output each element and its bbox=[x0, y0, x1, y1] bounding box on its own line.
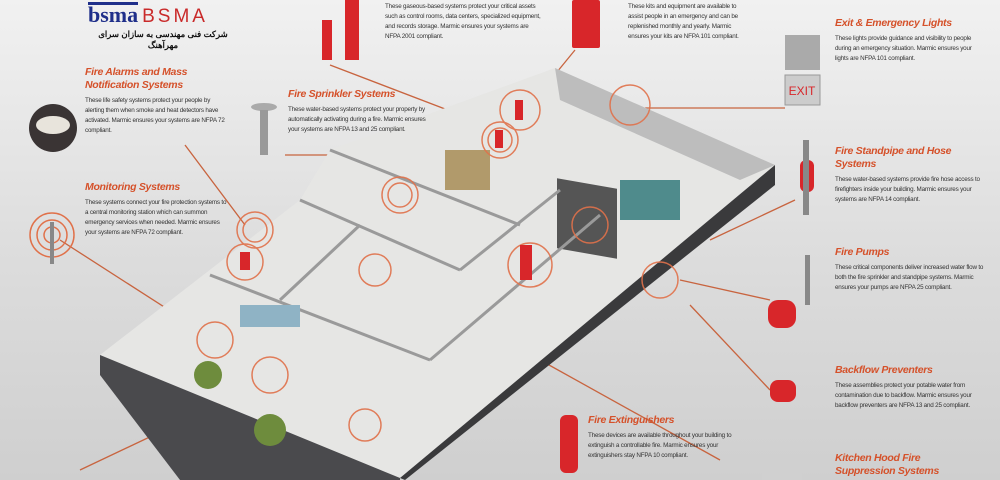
monitoring-antenna-icon bbox=[29, 212, 75, 264]
smoke-detector-icon bbox=[29, 104, 77, 152]
logo-subtitle: شرکت فنی مهندسی به سازان سرای مهرآهنگ bbox=[98, 29, 228, 50]
section-title: Kitchen Hood Fire Suppression Systems bbox=[835, 452, 940, 477]
logo-name: BSMA bbox=[142, 6, 208, 27]
interior-walls bbox=[209, 148, 601, 362]
plant bbox=[194, 361, 222, 389]
exit-light-icon: EXIT bbox=[784, 35, 821, 106]
building-floor bbox=[100, 68, 775, 478]
section-title: Monitoring Systems bbox=[85, 181, 180, 193]
section-text: These water-based systems provide fire h… bbox=[835, 176, 980, 203]
section-title: Fire Pumps bbox=[835, 246, 890, 258]
outer-wall-front bbox=[100, 355, 400, 480]
section-monitoring: Monitoring Systems These systems connect… bbox=[85, 181, 230, 238]
section-title: Fire Sprinkler Systems bbox=[288, 88, 396, 100]
section-text: These devices are available throughout y… bbox=[588, 432, 732, 459]
section-title: Exit & Emergency Lights bbox=[835, 17, 952, 29]
sprinkler-icon bbox=[251, 103, 277, 155]
section-kits: These kits and equipment are available t… bbox=[628, 0, 748, 42]
plant bbox=[254, 414, 286, 446]
section-text: These kits and equipment are available t… bbox=[628, 3, 739, 40]
section-kitchen-hood: Kitchen Hood Fire Suppression Systems bbox=[835, 452, 945, 478]
section-title: Backflow Preventers bbox=[835, 364, 933, 376]
logo-mark: bsma bbox=[88, 2, 139, 27]
section-text: These life safety systems protect your p… bbox=[85, 97, 225, 134]
section-text: These systems connect your fire protecti… bbox=[85, 199, 227, 236]
section-gaseous: These gaseous-based systems protect your… bbox=[385, 0, 545, 42]
section-text: These critical components deliver increa… bbox=[835, 264, 984, 291]
exit-sign-text: EXIT bbox=[789, 84, 816, 98]
section-text: These assemblies protect your potable wa… bbox=[835, 382, 972, 409]
section-fire-pumps: Fire Pumps These critical components del… bbox=[835, 246, 985, 293]
highlight-rings bbox=[196, 84, 679, 442]
section-sprinkler: Fire Sprinkler Systems These water-based… bbox=[288, 88, 438, 135]
section-extinguishers: Fire Extinguishers These devices are ava… bbox=[588, 414, 738, 461]
section-title: Fire Extinguishers bbox=[588, 414, 675, 426]
section-standpipe: Fire Standpipe and Hose Systems These wa… bbox=[835, 145, 985, 205]
section-fire-alarms: Fire Alarms and Mass Notification System… bbox=[85, 66, 225, 136]
section-backflow: Backflow Preventers These assemblies pro… bbox=[835, 364, 985, 411]
section-exit-lights: Exit & Emergency Lights These lights pro… bbox=[835, 17, 980, 64]
section-text: These gaseous-based systems protect your… bbox=[385, 3, 541, 40]
section-text: These lights provide guidance and visibi… bbox=[835, 35, 972, 62]
extinguisher-markers bbox=[240, 0, 814, 473]
standpipe-icon bbox=[803, 140, 809, 215]
rollup-door bbox=[557, 178, 617, 259]
section-title: Fire Alarms and Mass Notification System… bbox=[85, 66, 188, 91]
section-title: Fire Standpipe and Hose Systems bbox=[835, 145, 952, 170]
back-wall bbox=[555, 68, 775, 180]
fire-pump-icon bbox=[805, 255, 810, 305]
furniture bbox=[240, 150, 680, 327]
section-text: These water-based systems protect your p… bbox=[288, 106, 426, 133]
kitchen-hood-icon bbox=[762, 455, 802, 480]
outer-wall-right bbox=[400, 165, 775, 480]
